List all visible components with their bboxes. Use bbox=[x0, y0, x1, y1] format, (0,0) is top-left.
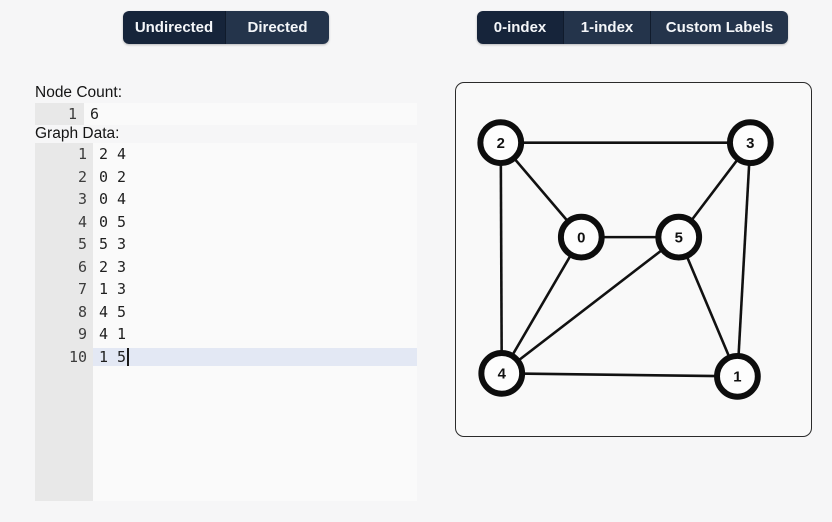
edge-entry[interactable]: 2 3 bbox=[99, 257, 127, 276]
code-line-3[interactable]: 3 0 4 bbox=[35, 188, 417, 211]
direction-toggle-group[interactable]: Undirected Directed bbox=[123, 11, 329, 44]
edge-entry[interactable]: 5 3 bbox=[99, 235, 127, 254]
line-number: 3 bbox=[77, 190, 87, 209]
line-number-gutter bbox=[35, 103, 84, 125]
edge-entry[interactable]: 4 5 bbox=[99, 302, 127, 321]
line-number: 5 bbox=[77, 235, 87, 254]
graph-edge-1-3 bbox=[736, 142, 752, 377]
code-line-6[interactable]: 6 2 3 bbox=[35, 256, 417, 279]
line-number: 8 bbox=[77, 302, 87, 321]
graph-node-5[interactable] bbox=[655, 213, 703, 261]
edge-entry[interactable]: 2 4 bbox=[99, 145, 127, 164]
toggle-1-index[interactable]: 1-index bbox=[563, 11, 650, 44]
code-line-4[interactable]: 4 0 5 bbox=[35, 211, 417, 234]
graph-edge-1-5 bbox=[677, 236, 739, 377]
graph-edge-0-4 bbox=[500, 236, 583, 375]
graph-node-0[interactable] bbox=[557, 213, 605, 261]
edge-entry[interactable]: 0 4 bbox=[99, 190, 127, 209]
edge-entry[interactable]: 1 5 bbox=[93, 347, 417, 366]
edge-entry-text: 1 5 bbox=[99, 347, 127, 366]
line-number: 1 bbox=[67, 105, 77, 123]
line-number: 2 bbox=[77, 167, 87, 186]
code-line-10-active[interactable]: 10 1 5 bbox=[35, 346, 417, 369]
edge-entry[interactable]: 0 5 bbox=[99, 212, 127, 231]
edge-entry[interactable]: 1 3 bbox=[99, 280, 127, 299]
graph-data-label: Graph Data: bbox=[35, 125, 120, 142]
graph-data-editor[interactable]: 1 2 4 2 0 2 3 0 4 4 0 5 5 5 3 6 2 3 7 1 … bbox=[35, 143, 417, 501]
node-count-editor[interactable]: 1 6 bbox=[35, 103, 417, 125]
toggle-custom-labels[interactable]: Custom Labels bbox=[650, 11, 788, 44]
graph-node-3[interactable] bbox=[726, 119, 774, 167]
code-line-7[interactable]: 7 1 3 bbox=[35, 278, 417, 301]
graph-edge-4-1 bbox=[501, 372, 738, 378]
line-number: 9 bbox=[77, 325, 87, 344]
toggle-0-index[interactable]: 0-index bbox=[477, 11, 563, 44]
code-line-2[interactable]: 2 0 2 bbox=[35, 166, 417, 189]
code-line-9[interactable]: 9 4 1 bbox=[35, 323, 417, 346]
toggle-directed[interactable]: Directed bbox=[225, 11, 329, 44]
edge-entry[interactable]: 4 1 bbox=[99, 325, 127, 344]
line-number: 10 bbox=[68, 347, 87, 366]
line-number: 7 bbox=[77, 280, 87, 299]
graph-node-2[interactable] bbox=[477, 119, 525, 167]
line-number-gutter bbox=[35, 143, 93, 501]
line-number: 1 bbox=[77, 145, 87, 164]
code-line-5[interactable]: 5 5 3 bbox=[35, 233, 417, 256]
node-count-value[interactable]: 6 bbox=[90, 105, 100, 123]
graph-node-1[interactable] bbox=[714, 352, 761, 400]
graph-edge-2-4 bbox=[499, 142, 504, 374]
node-count-label: Node Count: bbox=[35, 84, 123, 101]
labeling-toggle-group[interactable]: 0-index 1-index Custom Labels bbox=[477, 11, 788, 44]
code-line-8[interactable]: 8 4 5 bbox=[35, 301, 417, 324]
graph-edge-4-5 bbox=[500, 236, 680, 375]
code-line[interactable]: 1 6 bbox=[35, 103, 417, 125]
toggle-undirected[interactable]: Undirected bbox=[123, 11, 225, 44]
line-number: 6 bbox=[77, 257, 87, 276]
edge-entry[interactable]: 0 2 bbox=[99, 167, 127, 186]
line-number: 4 bbox=[77, 212, 87, 231]
code-line-1[interactable]: 1 2 4 bbox=[35, 143, 417, 166]
text-cursor bbox=[127, 347, 130, 366]
graph-node-4[interactable] bbox=[478, 349, 526, 397]
